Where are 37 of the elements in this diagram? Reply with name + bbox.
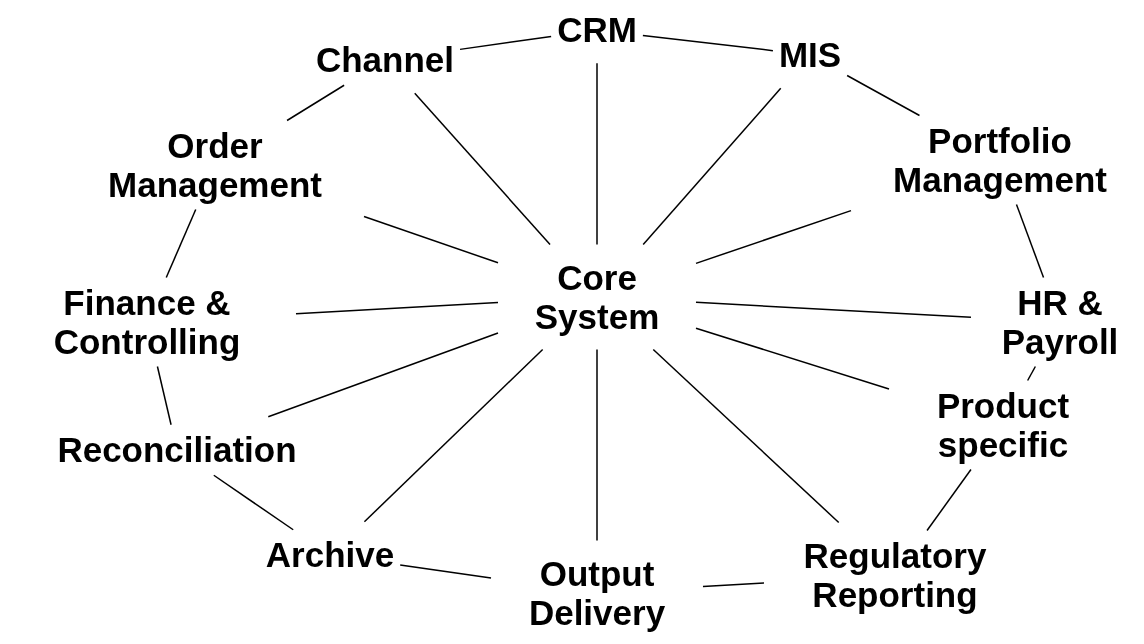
connector-line	[652, 348, 840, 524]
connector-line	[846, 74, 921, 117]
connector-line	[295, 301, 499, 315]
connector-line	[695, 327, 890, 390]
connector-line	[1015, 203, 1045, 279]
connector-line	[165, 208, 197, 279]
system-label: Core System	[512, 258, 682, 336]
connector-line	[1026, 365, 1037, 382]
connector-line	[286, 84, 345, 122]
connector-line	[363, 215, 499, 264]
system-label: Output Delivery	[497, 554, 697, 632]
connector-line	[459, 35, 552, 51]
connector-line	[695, 209, 852, 265]
system-label: Order Management	[80, 126, 350, 204]
connector-line	[695, 301, 972, 318]
connector-line	[399, 564, 492, 579]
system-label: Reconciliation	[57, 430, 297, 470]
system-label: Channel	[315, 40, 455, 80]
connector-line	[363, 348, 544, 523]
system-label: Product specific	[903, 386, 1103, 464]
connector-line	[926, 468, 972, 532]
connector-line	[267, 332, 499, 418]
system-label: Regulatory Reporting	[770, 536, 1020, 614]
system-label: Finance & Controlling	[12, 283, 282, 361]
connector-line	[156, 365, 172, 426]
connector-line	[596, 348, 598, 542]
connector-line	[596, 62, 598, 246]
connector-line	[642, 87, 782, 246]
connector-line	[702, 582, 765, 588]
system-label: HR & Payroll	[985, 283, 1135, 361]
system-label: CRM	[557, 10, 637, 50]
system-label: Portfolio Management	[865, 121, 1135, 199]
system-label: Archive	[265, 535, 395, 575]
connector-line	[642, 34, 774, 52]
system-label: MIS	[778, 35, 842, 75]
connector-line	[414, 92, 551, 246]
connector-line	[213, 474, 294, 531]
